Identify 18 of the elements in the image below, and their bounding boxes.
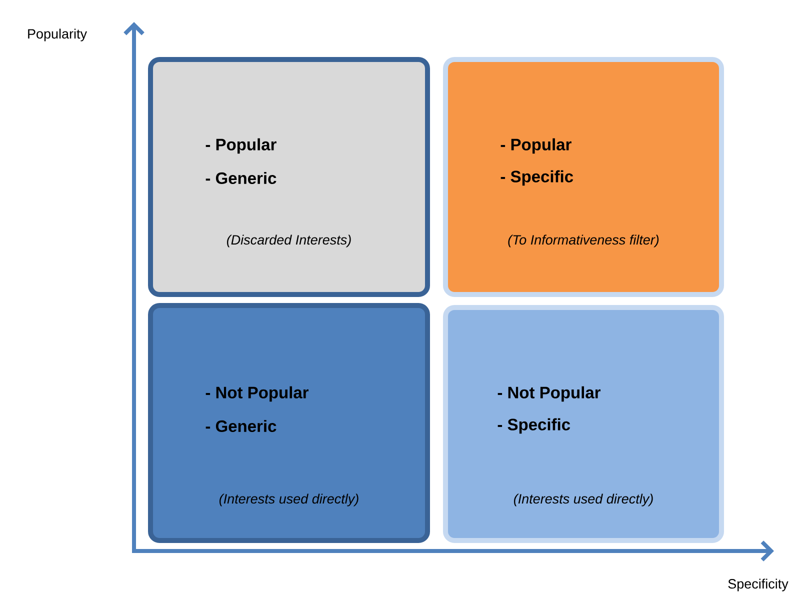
list-item: - Popular [500,138,572,154]
list-item: - Generic [206,420,276,432]
note-text: (Interests used directly) [514,494,653,506]
list-item: - Specific [498,418,570,434]
note-text: (To Informativeness filter) [508,234,659,248]
quadrant-box [443,57,724,297]
note-text: (Interests used directly) [219,494,358,506]
note-text: (Discarded Interests) [227,234,351,248]
popularity-axis-label: Popularity [28,28,87,42]
list-item: - Not Popular [498,386,601,402]
list-item: - Not Popular [206,386,309,402]
specificity-axis-label: Specificity [728,578,788,592]
quadrant-box [443,305,724,543]
list-item: - Specific [500,170,574,186]
list-item: - Popular [206,138,276,154]
quadrant-box [148,57,430,297]
list-item: - Generic [206,172,276,184]
quadrant-box [148,303,430,543]
